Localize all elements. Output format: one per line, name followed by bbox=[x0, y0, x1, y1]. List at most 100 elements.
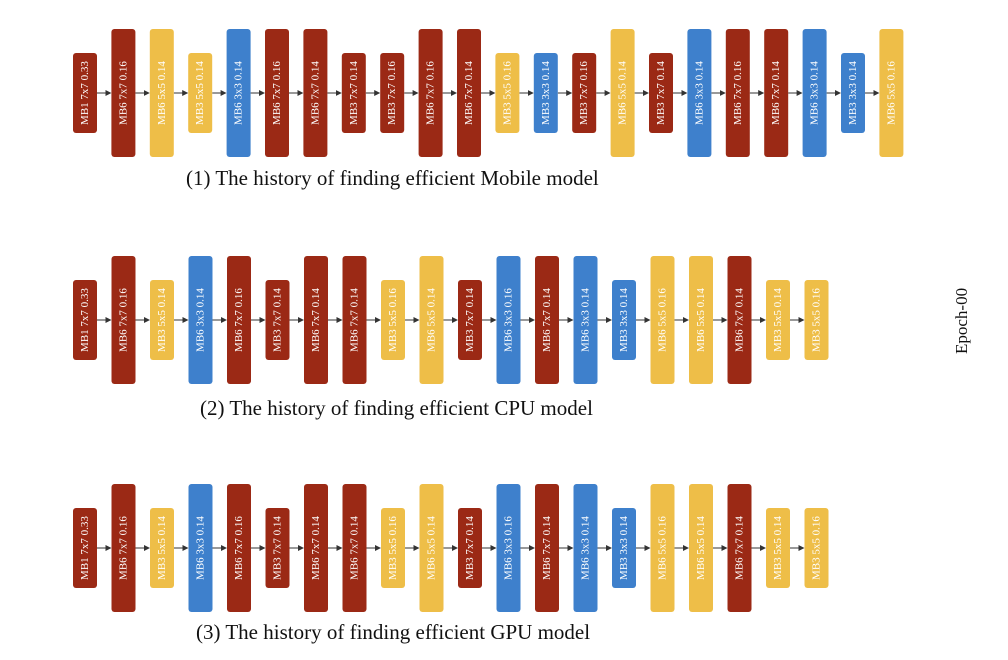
mbconv-block-label: MB6 5x5 0.14 bbox=[156, 61, 168, 125]
mbconv-block-label: MB3 5x5 0.14 bbox=[156, 516, 168, 580]
mbconv-block-label: MB6 3x3 0.14 bbox=[195, 516, 207, 580]
mbconv-block-label: MB6 7x7 0.14 bbox=[310, 288, 322, 352]
mbconv-block-label: MB3 7x7 0.16 bbox=[386, 61, 398, 125]
mbconv-block-label: MB6 3x3 0.14 bbox=[580, 516, 592, 580]
mbconv-block bbox=[304, 256, 328, 384]
mbconv-block bbox=[150, 508, 174, 588]
mbconv-block bbox=[341, 53, 366, 133]
mbconv-block bbox=[610, 29, 635, 157]
mbconv-block bbox=[802, 29, 827, 157]
mbconv-block bbox=[342, 484, 367, 612]
mbconv-block bbox=[650, 484, 675, 612]
mbconv-block-label: MB3 3x3 0.14 bbox=[618, 516, 630, 580]
mbconv-block-label: MB3 7x7 0.14 bbox=[655, 61, 667, 125]
mbconv-block-label: MB6 7x7 0.14 bbox=[463, 61, 475, 125]
mbconv-block bbox=[612, 280, 636, 360]
mbconv-block bbox=[188, 484, 213, 612]
mbconv-block-label: MB3 5x5 0.16 bbox=[811, 288, 823, 352]
mbconv-block-label: MB3 3x3 0.14 bbox=[540, 61, 552, 125]
mbconv-block-label: MB3 7x7 0.14 bbox=[272, 516, 284, 580]
mbconv-block bbox=[381, 280, 405, 360]
mbconv-block bbox=[495, 53, 520, 133]
mbconv-block-label: MB6 3x3 0.14 bbox=[195, 288, 207, 352]
mbconv-block-label: MB3 7x7 0.14 bbox=[348, 61, 360, 125]
mbconv-block bbox=[111, 484, 136, 612]
mbconv-block-label: MB6 7x7 0.16 bbox=[425, 61, 437, 125]
mbconv-block-label: MB3 5x5 0.14 bbox=[194, 61, 206, 125]
mbconv-block-label: MB3 5x5 0.16 bbox=[501, 61, 513, 125]
mbconv-block-label: MB6 5x5 0.16 bbox=[657, 516, 669, 580]
mobile-model-diagram: MB1 7x7 0.33 MB6 7x7 0.16 MB6 5x5 0.14 MB3 … bbox=[73, 29, 904, 157]
mbconv-block-label: MB6 7x7 0.16 bbox=[117, 61, 129, 125]
mbconv-block-label: MB3 5x5 0.16 bbox=[811, 516, 823, 580]
mobile-model-caption: (1) The history of finding efficient Mob… bbox=[186, 166, 599, 190]
mbconv-block-label: MB6 7x7 0.16 bbox=[118, 288, 130, 352]
mbconv-block bbox=[73, 53, 97, 133]
mbconv-block bbox=[265, 508, 290, 588]
mbconv-block bbox=[689, 256, 713, 384]
mbconv-block-label: MB6 3x3 0.16 bbox=[503, 516, 515, 580]
mbconv-block-label: MB3 7x7 0.14 bbox=[272, 288, 284, 352]
mbconv-block bbox=[73, 280, 97, 360]
mbconv-block-label: MB6 7x7 0.14 bbox=[770, 61, 782, 125]
mbconv-block bbox=[573, 256, 598, 384]
mbconv-block bbox=[380, 53, 405, 133]
epoch-label: Epoch-00 bbox=[952, 287, 971, 354]
mbconv-block-label: MB3 5x5 0.14 bbox=[772, 516, 784, 580]
mbconv-block-label: MB3 7x7 0.16 bbox=[578, 61, 590, 125]
mbconv-block-label: MB6 7x7 0.16 bbox=[732, 61, 744, 125]
mbconv-block-label: MB6 5x5 0.14 bbox=[426, 516, 438, 580]
cpu-model-caption: (2) The history of finding efficient CPU… bbox=[200, 396, 593, 420]
mbconv-block bbox=[265, 29, 289, 157]
mbconv-block bbox=[458, 508, 482, 588]
mbconv-block-label: MB6 5x5 0.14 bbox=[426, 288, 438, 352]
mbconv-block-label: MB6 7x7 0.16 bbox=[271, 61, 283, 125]
mbconv-block bbox=[533, 53, 558, 133]
mbconv-block bbox=[150, 280, 174, 360]
mbconv-block bbox=[687, 29, 712, 157]
mbconv-block bbox=[764, 29, 789, 157]
mbconv-block bbox=[419, 256, 444, 384]
mbconv-block-label: MB6 7x7 0.14 bbox=[309, 61, 321, 125]
mbconv-block-label: MB3 5x5 0.16 bbox=[387, 288, 399, 352]
mbconv-block-label: MB6 3x3 0.14 bbox=[809, 61, 821, 125]
mbconv-block bbox=[689, 484, 713, 612]
mbconv-block bbox=[650, 256, 675, 384]
mbconv-block bbox=[265, 280, 290, 360]
mbconv-block-label: MB1 7x7 0.33 bbox=[79, 61, 91, 125]
mbconv-block-label: MB1 7x7 0.33 bbox=[79, 516, 91, 580]
mbconv-block-label: MB3 3x3 0.14 bbox=[847, 61, 859, 125]
mbconv-block bbox=[458, 280, 482, 360]
mbconv-block bbox=[418, 29, 443, 157]
mbconv-block bbox=[111, 256, 136, 384]
gpu-model-caption: (3) The history of finding efficient GPU… bbox=[196, 620, 591, 644]
mbconv-block bbox=[149, 29, 174, 157]
mbconv-block bbox=[879, 29, 904, 157]
mbconv-block-label: MB6 7x7 0.16 bbox=[233, 288, 245, 352]
mbconv-block bbox=[188, 53, 213, 133]
mbconv-block bbox=[73, 508, 97, 588]
mbconv-block-label: MB3 7x7 0.14 bbox=[464, 516, 476, 580]
mbconv-block bbox=[188, 256, 213, 384]
mbconv-block-label: MB6 5x5 0.14 bbox=[695, 516, 707, 580]
mbconv-block-label: MB6 3x3 0.14 bbox=[693, 61, 705, 125]
mbconv-block bbox=[457, 29, 481, 157]
mbconv-block bbox=[573, 484, 598, 612]
mbconv-block bbox=[226, 29, 251, 157]
mbconv-block-label: MB6 7x7 0.14 bbox=[541, 288, 553, 352]
mbconv-block-label: MB6 3x3 0.16 bbox=[503, 288, 515, 352]
mbconv-block-label: MB3 7x7 0.14 bbox=[464, 288, 476, 352]
mbconv-block-label: MB6 7x7 0.14 bbox=[310, 516, 322, 580]
mbconv-block bbox=[111, 29, 136, 157]
mbconv-block bbox=[841, 53, 865, 133]
mbconv-block bbox=[419, 484, 444, 612]
mbconv-block bbox=[612, 508, 636, 588]
mbconv-block bbox=[535, 484, 559, 612]
mbconv-block-label: MB6 5x5 0.16 bbox=[657, 288, 669, 352]
mbconv-block bbox=[227, 256, 251, 384]
mbconv-block-label: MB6 7x7 0.14 bbox=[541, 516, 553, 580]
mbconv-block bbox=[649, 53, 673, 133]
mbconv-block-label: MB6 5x5 0.16 bbox=[885, 61, 897, 125]
